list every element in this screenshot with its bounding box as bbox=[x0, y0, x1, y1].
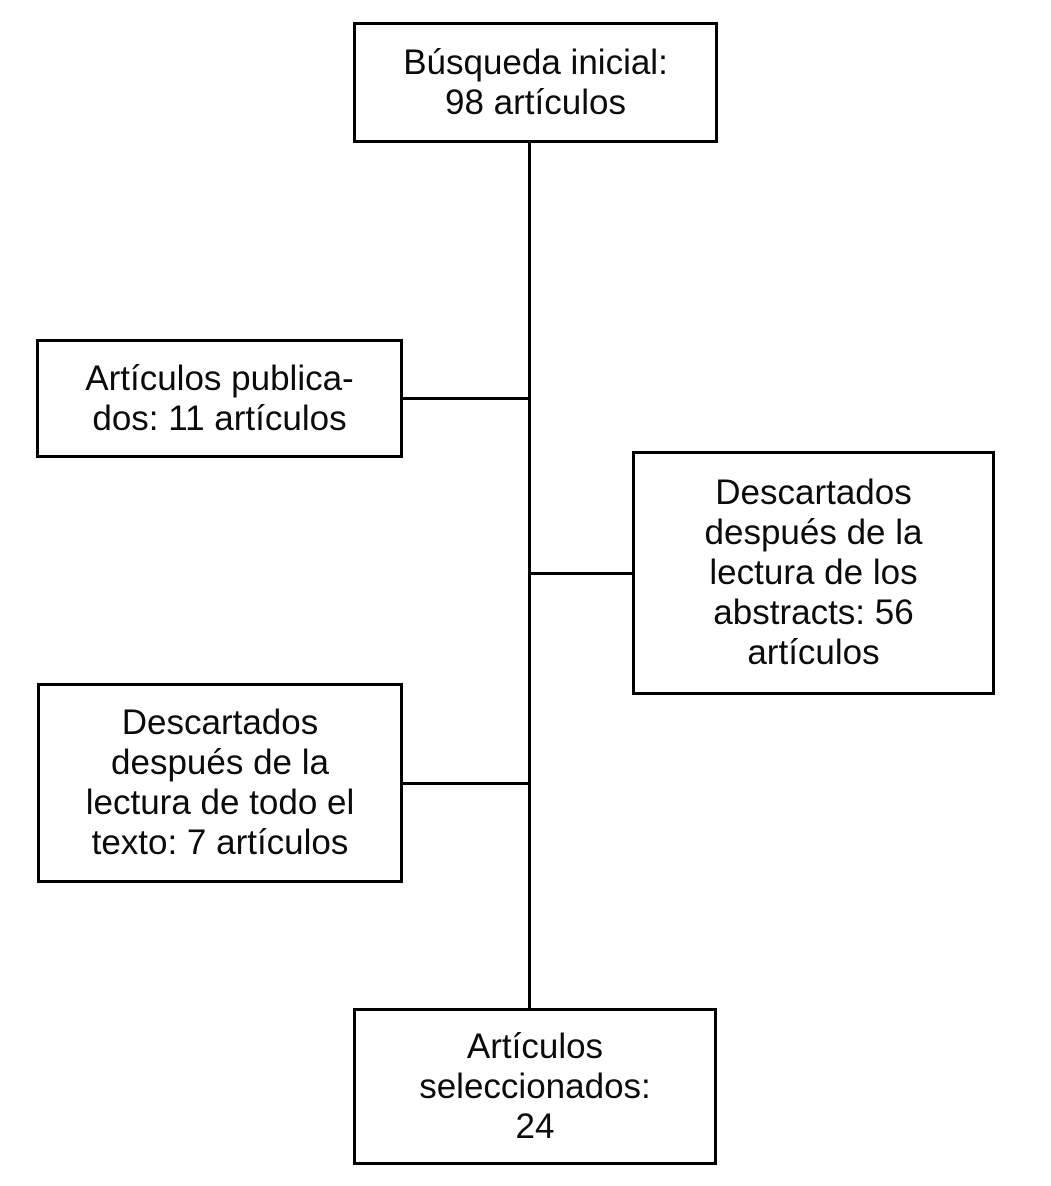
flow-box-initial-search-label: Búsqueda inicial: 98 artículos bbox=[403, 42, 668, 122]
connector-line-discarded-fulltext bbox=[403, 782, 529, 785]
connector-line-discarded-abstracts bbox=[531, 572, 632, 575]
flow-box-selected-label: Artículos seleccionados: 24 bbox=[419, 1026, 651, 1146]
main-vertical-connector-line bbox=[528, 143, 531, 1008]
flow-box-discarded-fulltext: Descartados después de la lectura de tod… bbox=[37, 683, 403, 883]
flow-box-initial-search: Búsqueda inicial: 98 artículos bbox=[353, 22, 718, 143]
flow-box-discarded-abstracts-label: Descartados después de la lectura de los… bbox=[704, 473, 923, 672]
connector-line-published bbox=[403, 397, 529, 400]
flow-box-published: Artículos publica- dos: 11 artículos bbox=[36, 339, 403, 458]
flow-box-selected: Artículos seleccionados: 24 bbox=[353, 1008, 717, 1165]
flow-box-discarded-abstracts: Descartados después de la lectura de los… bbox=[632, 451, 995, 695]
flow-box-published-label: Artículos publica- dos: 11 artículos bbox=[85, 358, 354, 438]
flow-box-discarded-fulltext-label: Descartados después de la lectura de tod… bbox=[85, 703, 355, 862]
